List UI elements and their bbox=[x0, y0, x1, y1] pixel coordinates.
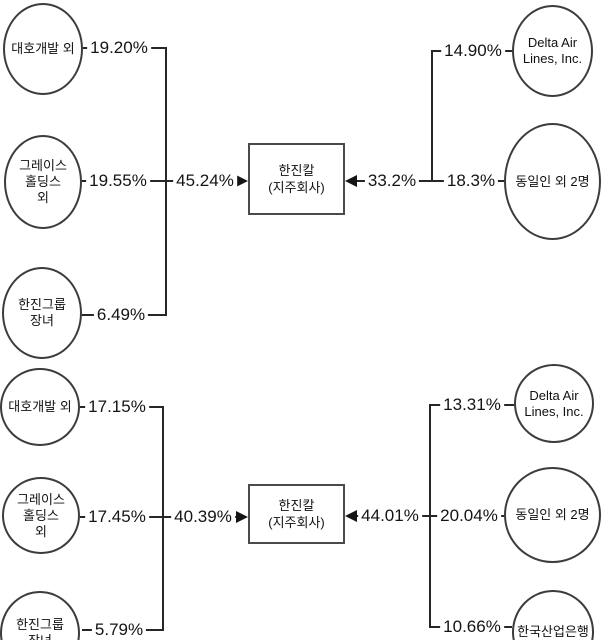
ownership-pct: 13.31% bbox=[440, 395, 504, 415]
ownership-pct: 6.49% bbox=[93, 305, 149, 325]
shareholder-node: Delta Air Lines, Inc. bbox=[512, 5, 593, 97]
ownership-pct: 20.04% bbox=[437, 506, 501, 526]
holding-company-label: 한진칼 (지주회사) bbox=[268, 163, 325, 195]
holding-company-label: 한진칼 (지주회사) bbox=[268, 498, 325, 530]
shareholder-label: 대호개발 외 bbox=[11, 41, 75, 56]
total-pct: 44.01% bbox=[358, 506, 422, 526]
shareholder-node: 그레이스 홀딩스 외 bbox=[2, 477, 80, 554]
total-pct: 40.39% bbox=[171, 507, 235, 527]
shareholder-label: 동일인 외 2명 bbox=[515, 173, 590, 189]
shareholder-label: 한국산업은행 bbox=[517, 624, 589, 639]
shareholder-node: 한국산업은행 bbox=[512, 590, 594, 640]
bus-line bbox=[431, 50, 433, 182]
total-pct: 33.2% bbox=[364, 171, 420, 191]
ownership-pct: 14.90% bbox=[441, 41, 505, 61]
shareholder-node: 대호개발 외 bbox=[0, 368, 80, 446]
total-pct: 45.24% bbox=[173, 171, 237, 191]
ownership-pct: 19.55% bbox=[86, 171, 150, 191]
arrowhead-left-icon bbox=[345, 510, 357, 522]
shareholder-label: 대호개발 외 bbox=[8, 399, 72, 414]
shareholder-label: 한진그룹 장녀 bbox=[18, 297, 66, 328]
shareholder-node: 대호개발 외 bbox=[3, 3, 83, 95]
shareholder-label: Delta Air Lines, Inc. bbox=[522, 35, 583, 66]
ownership-pct: 17.15% bbox=[85, 397, 149, 417]
shareholder-node: Delta Air Lines, Inc. bbox=[514, 364, 594, 443]
shareholder-node: 동일인 외 2명 bbox=[504, 467, 601, 563]
shareholder-node: 그레이스 홀딩스 외 bbox=[4, 135, 82, 229]
shareholder-label: 한진그룹 장녀 bbox=[16, 617, 64, 640]
arrowhead-right-icon bbox=[236, 175, 248, 187]
shareholder-node: 동일인 외 2명 bbox=[504, 123, 601, 240]
bus-line bbox=[162, 406, 164, 631]
bus-line bbox=[429, 404, 431, 628]
shareholder-node: 한진그룹 장녀 bbox=[0, 591, 80, 640]
holding-company-box: 한진칼 (지주회사) bbox=[248, 143, 345, 215]
shareholder-label: Delta Air Lines, Inc. bbox=[524, 387, 584, 419]
arrowhead-right-icon bbox=[236, 511, 248, 523]
ownership-pct: 10.66% bbox=[440, 617, 504, 637]
shareholder-label: 동일인 외 2명 bbox=[515, 507, 590, 522]
ownership-pct: 5.79% bbox=[91, 620, 147, 640]
holding-company-box: 한진칼 (지주회사) bbox=[248, 484, 345, 544]
ownership-pct: 18.3% bbox=[443, 171, 499, 191]
arrowhead-left-icon bbox=[345, 175, 357, 187]
shareholder-label: 그레이스 홀딩스 외 bbox=[19, 158, 67, 205]
shareholder-node: 한진그룹 장녀 bbox=[2, 267, 82, 359]
ownership-pct: 19.20% bbox=[87, 38, 151, 58]
ownership-pct: 17.45% bbox=[85, 507, 149, 527]
shareholder-label: 그레이스 홀딩스 외 bbox=[17, 491, 65, 539]
